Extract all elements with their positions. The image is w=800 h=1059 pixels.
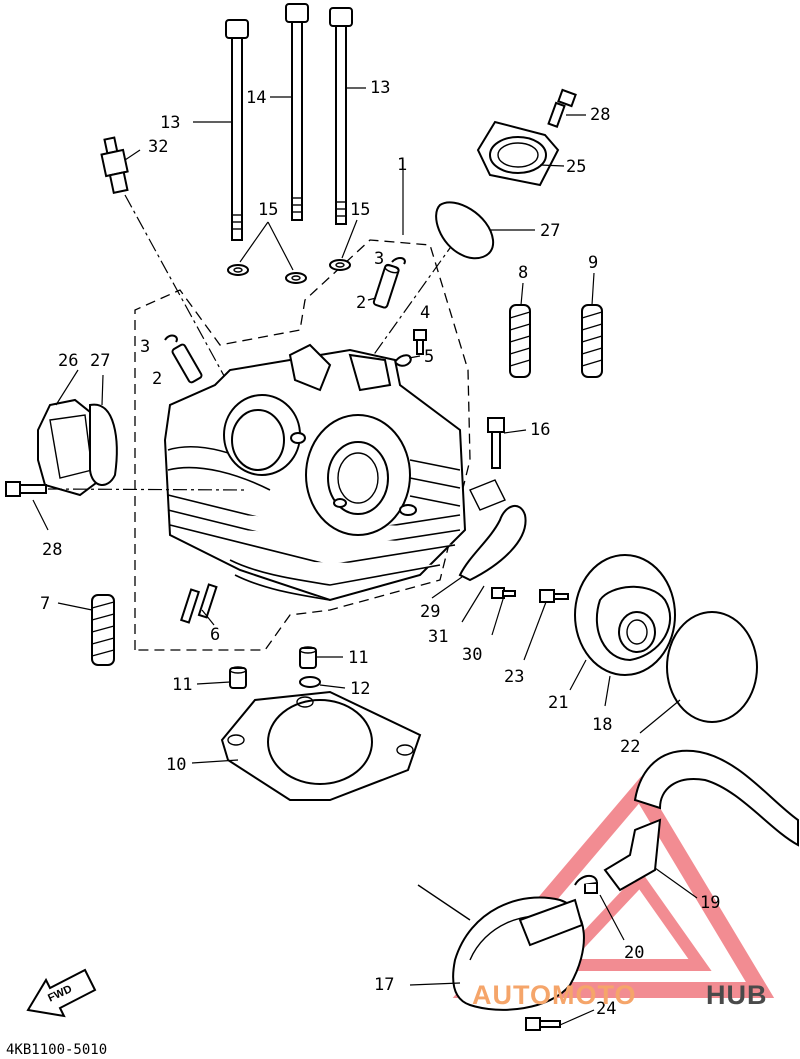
hose-clamp bbox=[574, 874, 598, 894]
round-cover-gasket bbox=[666, 611, 758, 723]
valve-spring-8 bbox=[509, 304, 531, 378]
head-bolt-16 bbox=[487, 417, 505, 469]
watermark-text: AUTOMOTO HUB bbox=[472, 980, 768, 1010]
valve-spring-7 bbox=[91, 594, 115, 666]
callout-3-lower: 3 bbox=[140, 337, 150, 357]
callout-32: 32 bbox=[148, 137, 168, 157]
valve-guide-lower bbox=[171, 343, 203, 384]
watermark-hub: HUB bbox=[706, 980, 768, 1010]
valve-guide-upper bbox=[372, 263, 400, 309]
gasket-bolt bbox=[491, 587, 516, 599]
callout-25: 25 bbox=[566, 157, 586, 177]
spark-plug-axis-line bbox=[124, 194, 241, 406]
small-bolt bbox=[413, 329, 427, 355]
callout-24: 24 bbox=[596, 999, 616, 1019]
callout-20: 20 bbox=[624, 943, 644, 963]
callout-leader-lines bbox=[32, 87, 698, 1026]
callout-31: 31 bbox=[428, 627, 448, 647]
breather-axis-line bbox=[417, 884, 471, 921]
diagram-code: 4KB1100-5010 bbox=[6, 1042, 107, 1058]
callout-22: 22 bbox=[620, 737, 640, 757]
side-cover-gasket bbox=[89, 403, 118, 486]
dowel-11-upper bbox=[299, 646, 317, 669]
callout-21: 21 bbox=[548, 693, 568, 713]
cylinder-head-assembly-outline bbox=[134, 239, 471, 651]
callout-3-upper: 3 bbox=[374, 249, 384, 269]
callout-labels: 13 14 13 32 28 25 1 15 15 27 3 2 4 5 8 9… bbox=[40, 78, 720, 1019]
dowel-11-lower bbox=[229, 666, 247, 689]
callout-12: 12 bbox=[350, 679, 370, 699]
callout-29: 29 bbox=[420, 602, 440, 622]
cover-bolt-23 bbox=[539, 589, 569, 603]
callout-4: 4 bbox=[420, 303, 430, 323]
callout-1: 1 bbox=[397, 155, 407, 175]
callout-8: 8 bbox=[518, 263, 528, 283]
gasket-outline-strip bbox=[469, 479, 506, 511]
circlip bbox=[393, 354, 412, 367]
callout-26: 26 bbox=[58, 351, 78, 371]
callout-27-left: 27 bbox=[90, 351, 110, 371]
callout-30: 30 bbox=[462, 645, 482, 665]
watermark-automoto: AUTOMOTO bbox=[472, 980, 637, 1010]
cam-chain-gasket bbox=[458, 505, 527, 582]
cylinder-head-body bbox=[163, 343, 467, 602]
callout-5: 5 bbox=[424, 347, 434, 367]
callout-13-right: 13 bbox=[370, 78, 390, 98]
callout-28-left: 28 bbox=[42, 540, 62, 560]
callout-27-top: 27 bbox=[540, 221, 560, 241]
callout-2-upper: 2 bbox=[356, 293, 366, 313]
intake-bolt-top bbox=[547, 88, 577, 128]
callout-2-lower: 2 bbox=[152, 369, 162, 389]
o-ring bbox=[299, 676, 321, 688]
stud-washers bbox=[227, 259, 351, 284]
forward-direction-arrow: FWD bbox=[26, 968, 97, 1018]
callout-11-right: 11 bbox=[348, 648, 368, 668]
callout-10: 10 bbox=[166, 755, 186, 775]
callout-23: 23 bbox=[504, 667, 524, 687]
callout-14: 14 bbox=[246, 88, 266, 108]
breather-cover bbox=[452, 896, 585, 1011]
callout-11-left: 11 bbox=[172, 675, 192, 695]
breather-hose bbox=[633, 749, 799, 847]
side-cover-axis-line bbox=[47, 488, 246, 491]
callout-16: 16 bbox=[530, 420, 550, 440]
breather-hose-elbow bbox=[603, 818, 662, 892]
intake-manifold-flange bbox=[476, 120, 560, 187]
intake-gasket bbox=[435, 201, 495, 260]
callout-28-top: 28 bbox=[590, 105, 610, 125]
callout-9: 9 bbox=[588, 253, 598, 273]
cylinder-head-gasket bbox=[220, 690, 422, 801]
cylinder-head-stud-bolts bbox=[225, 3, 353, 241]
callout-19: 19 bbox=[700, 893, 720, 913]
valve-spring-9 bbox=[581, 304, 603, 378]
callout-7: 7 bbox=[40, 594, 50, 614]
valve-clip-upper bbox=[391, 256, 406, 265]
callout-15-left: 15 bbox=[258, 200, 278, 220]
round-side-cover bbox=[574, 554, 676, 676]
callout-17: 17 bbox=[374, 975, 394, 995]
watermark-triangle-logo bbox=[452, 776, 775, 998]
valve-clip-lower bbox=[164, 334, 178, 343]
spark-plug bbox=[100, 136, 129, 195]
callout-18: 18 bbox=[592, 715, 612, 735]
callout-6: 6 bbox=[210, 625, 220, 645]
callout-13-left: 13 bbox=[160, 113, 180, 133]
callout-15-right: 15 bbox=[350, 200, 370, 220]
dowel-pins bbox=[179, 583, 218, 624]
side-cover-bolt bbox=[5, 481, 47, 497]
breather-cover-bolt bbox=[525, 1017, 561, 1031]
